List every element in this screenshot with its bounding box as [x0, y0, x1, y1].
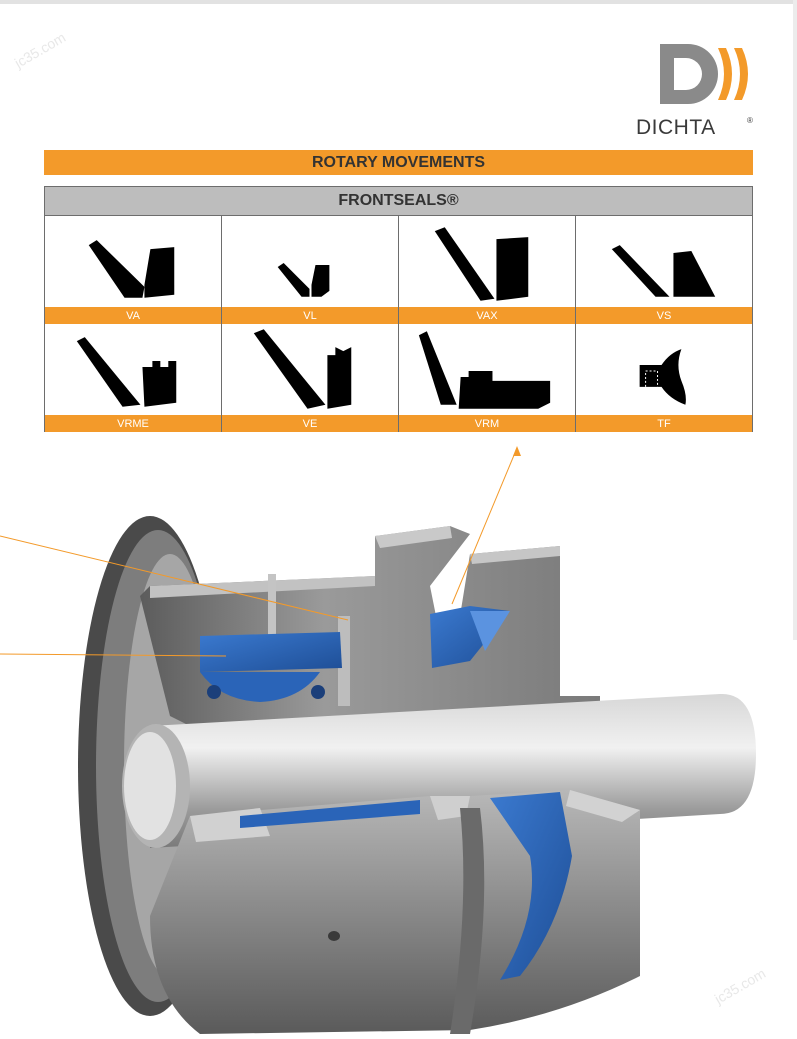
top-rule [0, 0, 797, 4]
seal-cell-ve[interactable]: VE [222, 324, 399, 432]
seal-cell-va[interactable]: VA [45, 216, 222, 324]
vs-profile-icon [611, 245, 716, 297]
seal-cell-vrm[interactable]: VRM [399, 324, 576, 432]
dichta-logo: DICHTA ® [632, 40, 762, 140]
vrme-profile-icon [76, 337, 177, 407]
logo-registered-mark: ® [747, 116, 753, 125]
seal-label: TF [576, 415, 752, 432]
seal-assembly-illustration [0, 436, 797, 1034]
table-row: VRME VE VRM [45, 324, 752, 432]
seal-cell-tf[interactable]: TF [576, 324, 752, 432]
seal-label: VRME [45, 415, 221, 432]
seal-cell-vrme[interactable]: VRME [45, 324, 222, 432]
ve-profile-icon [253, 329, 352, 409]
dichta-logo-mark-icon [660, 44, 748, 104]
seal-cell-vs[interactable]: VS [576, 216, 752, 324]
table-row: VA VL VAX [45, 216, 752, 324]
rotary-seal-cutaway-icon [0, 446, 756, 1034]
seal-label: VA [45, 307, 221, 324]
seal-label: VS [576, 307, 752, 324]
logo-wordmark: DICHTA [636, 116, 716, 139]
tf-profile-icon [639, 349, 686, 405]
vl-profile-icon [277, 262, 330, 297]
table-title: FRONTSEALS® [338, 192, 459, 209]
section-banner: ROTARY MOVEMENTS [44, 150, 753, 175]
seal-label: VAX [399, 307, 575, 324]
banner-title: ROTARY MOVEMENTS [311, 153, 486, 171]
seal-label: VL [222, 307, 398, 324]
seal-label: VRM [399, 415, 575, 432]
va-profile-icon [88, 240, 175, 298]
right-rule [793, 0, 797, 640]
seal-cell-vax[interactable]: VAX [399, 216, 576, 324]
frontseals-table: FRONTSEALS® VA VL [44, 186, 753, 432]
table-header: FRONTSEALS® [45, 187, 752, 216]
vrm-profile-icon [418, 331, 551, 409]
seal-cell-vl[interactable]: VL [222, 216, 399, 324]
seal-label: VE [222, 415, 398, 432]
watermark-top: jc35.com [11, 29, 69, 71]
vax-profile-icon [434, 227, 529, 301]
